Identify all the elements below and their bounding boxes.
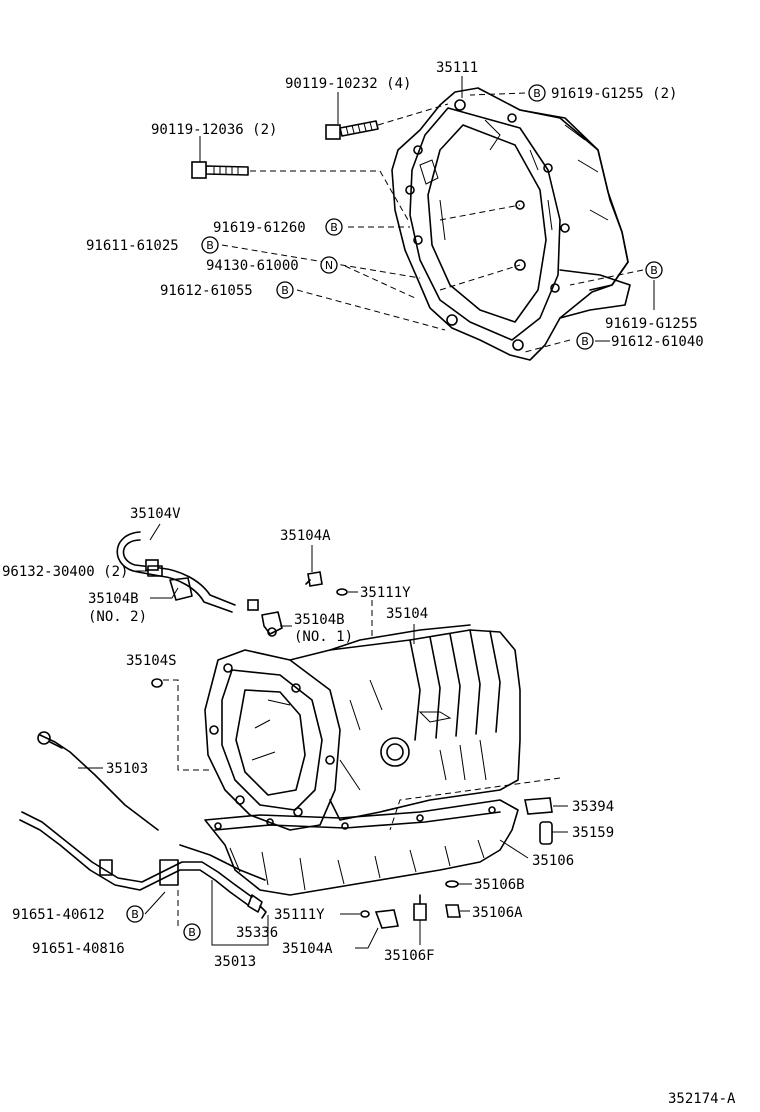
- label-90119-10232: 90119-10232 (4): [285, 76, 411, 92]
- label-90119-12036: 90119-12036 (2): [151, 122, 277, 138]
- oring-35111Y-bottom: [360, 910, 370, 918]
- marker-b-7: [126, 905, 144, 923]
- leader-35104B-no2: [150, 587, 179, 599]
- strainer-35394: [524, 797, 553, 815]
- leader-dash-1: [377, 103, 449, 126]
- marker-b-5-text: B: [650, 264, 658, 277]
- label-96132-30400: 96132-30400 (2): [2, 564, 128, 580]
- label-35104S: 35104S: [126, 653, 177, 669]
- label-35104A-top: 35104A: [280, 528, 331, 544]
- clamp-35336: [259, 905, 267, 919]
- leader-dash-11: [524, 339, 571, 353]
- plug-35106A: [445, 904, 461, 918]
- gasket-35106B: [445, 880, 459, 888]
- label-35104V: 35104V: [130, 506, 181, 522]
- plug-35104A-bottom: [374, 909, 399, 929]
- leader-35104V: [149, 523, 161, 541]
- magnet-35159: [539, 821, 553, 845]
- marker-b-2: [325, 218, 343, 236]
- label-35103: 35103: [106, 761, 148, 777]
- marker-b-4-text: B: [281, 284, 289, 297]
- marker-b-3-text: B: [206, 239, 214, 252]
- label-91612-61055: 91612-61055: [160, 283, 253, 299]
- label-35013: 35013: [214, 954, 256, 970]
- union-35104B-no1: [261, 611, 283, 637]
- bolt-90119-10232: [325, 120, 379, 140]
- leader-dash-6: [296, 289, 446, 331]
- leader-9165140612: [144, 891, 166, 915]
- oring-35104S: [151, 678, 163, 688]
- leader-dash-8: [439, 204, 521, 221]
- marker-b-8: [183, 923, 201, 941]
- plug-35104A-top: [305, 571, 323, 587]
- leader-35106: [499, 839, 529, 859]
- label-91611-61025: 91611-61025: [86, 238, 179, 254]
- oil-cooler-pipe-35013: [19, 811, 266, 913]
- label-94130-61000: 94130-61000: [206, 258, 299, 274]
- marker-b-3: [201, 236, 219, 254]
- marker-b-4: [276, 281, 294, 299]
- label-35104B-no1-sub: (NO. 1): [294, 629, 353, 645]
- leader-dash-5: [344, 265, 416, 299]
- label-35104B-no2: 35104B: [88, 591, 139, 607]
- label-91619-61260: 91619-61260: [213, 220, 306, 236]
- label-35104B-no2-sub: (NO. 2): [88, 609, 147, 625]
- marker-b-5: [645, 261, 663, 279]
- leader-dash-7: [469, 92, 526, 96]
- label-91651-40816: 91651-40816: [32, 941, 125, 957]
- marker-b-6: [576, 332, 594, 350]
- label-35111: 35111: [436, 60, 478, 76]
- marker-b-1: [528, 84, 546, 102]
- leader-dash-2: [250, 170, 409, 221]
- drain-plug-35106F: [413, 894, 427, 921]
- label-35111Y-top: 35111Y: [360, 585, 411, 601]
- leader-dash-4: [221, 244, 421, 279]
- breather-hose-35104V: [116, 531, 259, 613]
- leader-dash-9: [439, 264, 521, 291]
- marker-b-6-text: B: [581, 335, 589, 348]
- marker-b-2-text: B: [330, 221, 338, 234]
- label-35106B: 35106B: [474, 877, 525, 893]
- oil-pan: [204, 799, 519, 896]
- marker-n-1-text: N: [325, 259, 333, 272]
- label-35106F: 35106F: [384, 948, 435, 964]
- label-91619-G1255: 91619-G1255: [605, 316, 698, 332]
- transmission-assembly: [204, 624, 521, 831]
- bolt-90119-12036: [191, 161, 249, 179]
- label-35394: 35394: [572, 799, 614, 815]
- label-35106A: 35106A: [472, 905, 523, 921]
- hose-clip-96132: [147, 565, 193, 601]
- marker-b-7-text: B: [131, 908, 139, 921]
- label-35111Y-bottom: 35111Y: [274, 907, 325, 923]
- leader-dash-35104S: [163, 679, 212, 771]
- marker-n-1: [320, 256, 338, 274]
- leader-dash-10: [569, 269, 644, 286]
- label-35336: 35336: [236, 925, 278, 941]
- oring-35111Y-top: [336, 588, 348, 596]
- leader-35104A-bottom: [355, 927, 379, 949]
- label-91651-40612: 91651-40612: [12, 907, 105, 923]
- dipstick-35103: [37, 731, 159, 831]
- leader-35013-bracket: [211, 880, 269, 946]
- leader-dash-35394: [389, 777, 561, 831]
- label-35104A-bottom: 35104A: [282, 941, 333, 957]
- label-35104B-no1: 35104B: [294, 612, 345, 628]
- transmission-case-housing: [391, 87, 631, 361]
- label-91612-61040: 91612-61040: [611, 334, 704, 350]
- marker-b-1-text: B: [533, 87, 541, 100]
- label-35106: 35106: [532, 853, 574, 869]
- diagram-id: 352174-A: [668, 1091, 736, 1107]
- label-35104: 35104: [386, 606, 428, 622]
- marker-b-8-text: B: [188, 926, 196, 939]
- label-91619-G1255-2: 91619-G1255 (2): [551, 86, 677, 102]
- label-35159: 35159: [572, 825, 614, 841]
